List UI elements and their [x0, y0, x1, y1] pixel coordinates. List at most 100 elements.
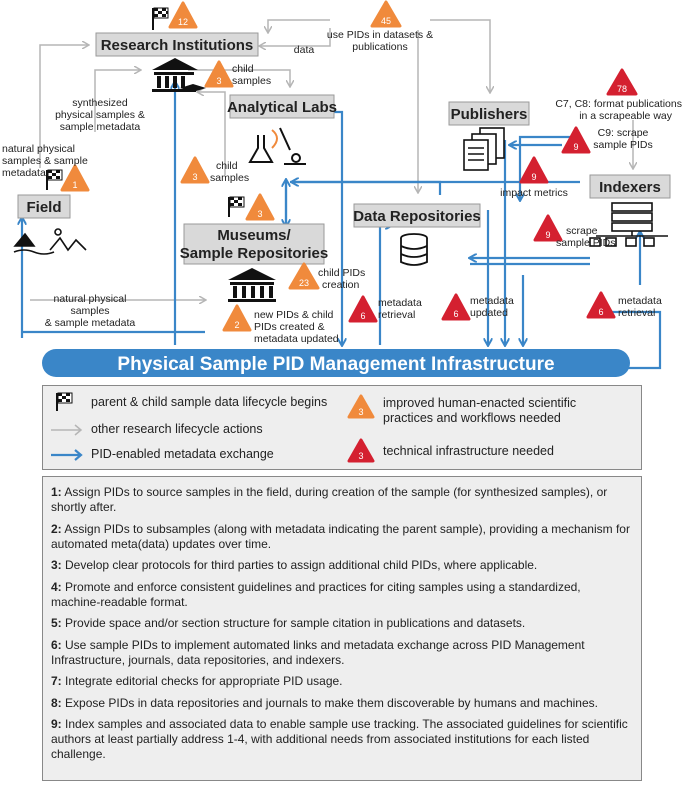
- note-item: 2: Assign PIDs to subsamples (along with…: [51, 521, 630, 551]
- svg-text:retrieval: retrieval: [618, 307, 655, 319]
- svg-text:new PIDs & child: new PIDs & child: [254, 309, 334, 321]
- svg-text:natural physical: natural physical: [54, 293, 127, 305]
- svg-text:2: 2: [234, 320, 239, 330]
- note-item: 9: Index samples and associated data to …: [51, 717, 628, 761]
- svg-text:C7, C8: format publications: C7, C8: format publications: [555, 98, 682, 110]
- svg-text:retrieval: retrieval: [378, 309, 415, 321]
- legend: parent & child sample data lifecycle beg…: [42, 385, 642, 470]
- svg-text:natural physical: natural physical: [2, 143, 75, 155]
- notes-panel: 1: Assign PIDs to source samples in the …: [42, 476, 642, 781]
- legend-human-line2: practices and workflows needed: [383, 411, 561, 425]
- note-item: 4: Promote and enforce consistent guidel…: [51, 579, 581, 609]
- svg-text:9: 9: [531, 172, 536, 182]
- blue-arrow-icon: [51, 449, 83, 461]
- svg-text:12: 12: [178, 17, 188, 27]
- gray-arrow-icon: [51, 424, 83, 436]
- svg-text:78: 78: [617, 84, 627, 94]
- svg-text:samples & sample: samples & sample: [2, 155, 88, 167]
- indexer-server-icon: [589, 202, 668, 247]
- note-item: 3: Develop clear protocols for third par…: [51, 558, 538, 572]
- svg-text:child PIDs: child PIDs: [318, 267, 365, 279]
- node-analytical-labs: Analytical Labs: [227, 94, 337, 119]
- svg-text:3: 3: [257, 209, 262, 219]
- svg-text:samples: samples: [210, 172, 249, 184]
- checkered-flag-icon: [46, 169, 63, 190]
- lab-flask-microscope-icon: [248, 127, 306, 165]
- svg-text:metadata: metadata: [618, 295, 662, 307]
- svg-text:child: child: [232, 63, 254, 75]
- svg-text:45: 45: [381, 16, 391, 26]
- tech-infrastructure-badge: 6: [348, 295, 378, 323]
- legend-gray-arrow-label: other research lifecycle actions: [91, 422, 263, 436]
- svg-text:Physical Sample PID Management: Physical Sample PID Management Infrastru…: [117, 354, 554, 375]
- note-item: 1: Assign PIDs to source samples in the …: [51, 485, 608, 514]
- svg-text:samples: samples: [232, 75, 271, 87]
- node-research-institutions: Research Institutions: [95, 32, 259, 57]
- legend-tech-label: technical infrastructure needed: [383, 444, 554, 458]
- svg-text:& sample metadata: & sample metadata: [45, 317, 136, 329]
- note-item: 7: Integrate editorial checks for approp…: [51, 674, 343, 688]
- edge-labels: use PIDs in datasets & publications data…: [2, 29, 682, 345]
- human-practice-badge-icon: 3: [347, 394, 375, 419]
- infrastructure-bar: Physical Sample PID Management Infrastru…: [42, 349, 630, 377]
- svg-text:3: 3: [358, 407, 363, 417]
- human-practice-badge: 2: [222, 304, 252, 332]
- svg-text:C9: scrape: C9: scrape: [598, 127, 649, 139]
- field-landscape-icon: [13, 228, 87, 255]
- svg-text:scrape: scrape: [566, 225, 598, 237]
- svg-text:data: data: [294, 44, 315, 56]
- note-item: 8: Expose PIDs in data repositories and …: [51, 695, 598, 710]
- tech-infrastructure-badge: 6: [586, 291, 616, 319]
- museum-building-icon: [228, 268, 276, 302]
- svg-text:6: 6: [598, 307, 603, 317]
- legend-blue-arrow-label: PID-enabled metadata exchange: [91, 447, 274, 461]
- node-data-repositories: Data Repositories: [353, 203, 481, 228]
- svg-text:use PIDs in datasets &: use PIDs in datasets &: [327, 29, 433, 41]
- human-practice-badge: 12: [168, 1, 198, 29]
- svg-text:synthesized: synthesized: [72, 97, 128, 109]
- svg-text:Analytical Labs: Analytical Labs: [227, 99, 337, 116]
- svg-text:1: 1: [72, 180, 77, 190]
- checkered-flag-icon: [228, 196, 245, 217]
- svg-text:9: 9: [573, 142, 578, 152]
- note-item: 6: Use sample PIDs to implement automate…: [51, 637, 585, 667]
- svg-text:sample metadata: sample metadata: [60, 121, 141, 133]
- svg-text:3: 3: [358, 451, 363, 461]
- tech-infrastructure-badge: 9: [561, 126, 591, 154]
- human-practice-badge: 45: [370, 0, 402, 28]
- checkered-flag-icon: [152, 7, 169, 30]
- svg-text:PIDs created &: PIDs created &: [254, 321, 325, 333]
- svg-text:physical samples &: physical samples &: [55, 109, 145, 121]
- svg-text:metadata: metadata: [378, 297, 422, 309]
- svg-text:sample PIDs: sample PIDs: [593, 139, 653, 151]
- svg-text:Research Institutions: Research Institutions: [101, 37, 254, 54]
- svg-text:6: 6: [360, 311, 365, 321]
- svg-text:Sample Repositories: Sample Repositories: [180, 245, 328, 262]
- note-item: 5: Provide space and/or section structur…: [51, 616, 526, 630]
- legend-human-label: improved human-enacted scientific practi…: [383, 396, 576, 426]
- svg-text:sample PIDs: sample PIDs: [556, 237, 616, 249]
- svg-text:metadata: metadata: [2, 167, 46, 179]
- svg-text:3: 3: [192, 172, 197, 182]
- tech-infrastructure-badge-icon: 3: [347, 438, 375, 463]
- svg-text:6: 6: [453, 309, 458, 319]
- svg-text:metadata: metadata: [470, 295, 514, 307]
- tech-infrastructure-badge: 78: [606, 68, 638, 96]
- node-field: Field: [17, 194, 71, 219]
- svg-text:child: child: [216, 160, 238, 172]
- svg-text:publications: publications: [352, 41, 407, 53]
- node-museums: Museums/ Sample Repositories: [180, 223, 328, 265]
- svg-text:creation: creation: [322, 279, 360, 291]
- node-publishers: Publishers: [448, 101, 530, 126]
- svg-text:in a scrapeable way: in a scrapeable way: [579, 110, 673, 122]
- svg-text:Publishers: Publishers: [451, 106, 528, 123]
- database-icon: [400, 233, 428, 266]
- svg-text:impact metrics: impact metrics: [500, 187, 568, 199]
- institution-building-icon: [152, 58, 206, 92]
- human-practice-badge: 3: [204, 60, 234, 88]
- svg-text:samples: samples: [70, 305, 109, 317]
- human-practice-badge: 1: [60, 164, 90, 192]
- svg-text:metadata updated: metadata updated: [254, 333, 339, 345]
- svg-text:3: 3: [216, 76, 221, 86]
